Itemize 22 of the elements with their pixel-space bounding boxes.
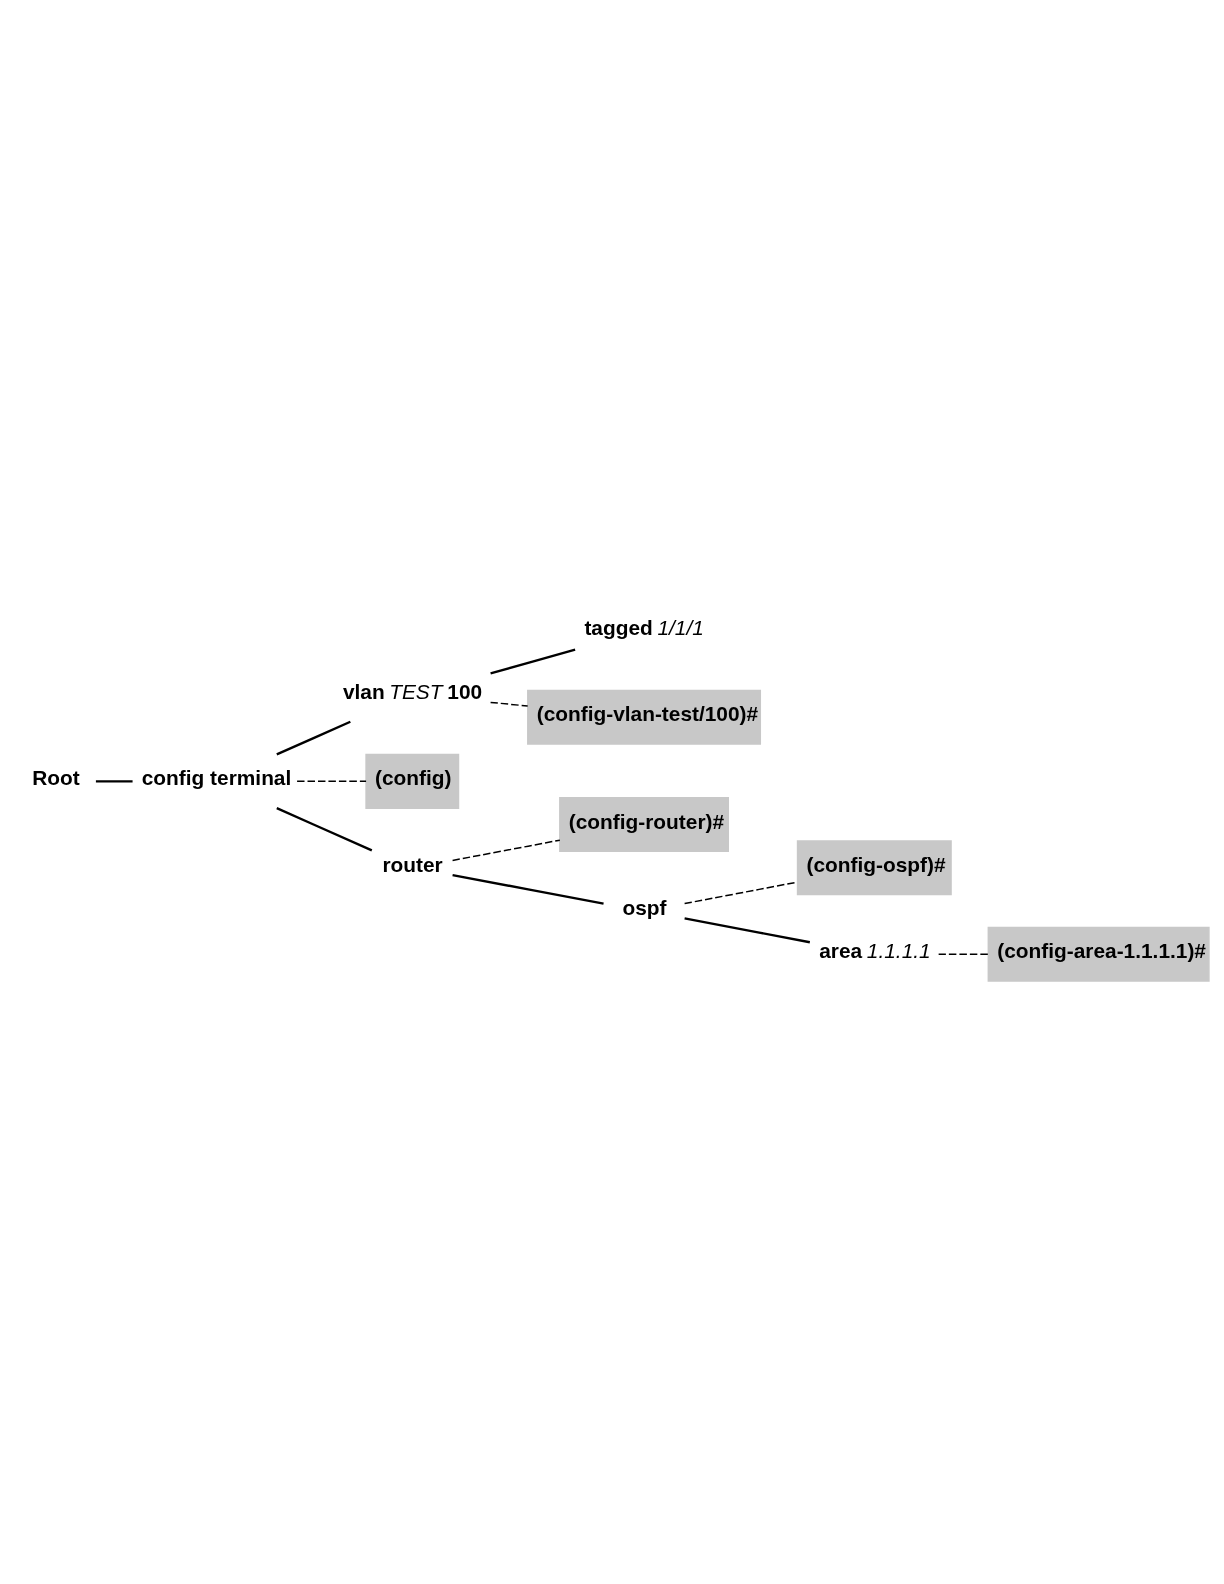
node-text: vlan TEST 100	[342, 679, 483, 703]
node-box: (config-router)#	[559, 796, 729, 852]
node-box: (config-area-1.1.1.1)#	[987, 926, 1210, 982]
connector	[489, 701, 529, 707]
connector	[276, 720, 351, 756]
node-box: (config-vlan-test/100)#	[527, 689, 762, 745]
node-box: (config-ospf)#	[796, 839, 952, 895]
node-text: config terminal	[141, 765, 292, 789]
connector	[451, 838, 561, 861]
node-text: router	[382, 852, 443, 876]
node-box: (config)	[365, 753, 460, 809]
node-text: area 1.1.1.1	[819, 938, 931, 962]
connector	[490, 648, 576, 674]
connector	[937, 952, 989, 955]
connector	[452, 873, 604, 905]
node-text: tagged 1/1/1	[584, 615, 704, 639]
connector	[276, 806, 373, 852]
connector	[95, 779, 133, 782]
connector	[684, 916, 811, 943]
connector	[296, 780, 367, 782]
node-text: ospf	[622, 895, 667, 919]
node-text: Root	[32, 765, 80, 789]
